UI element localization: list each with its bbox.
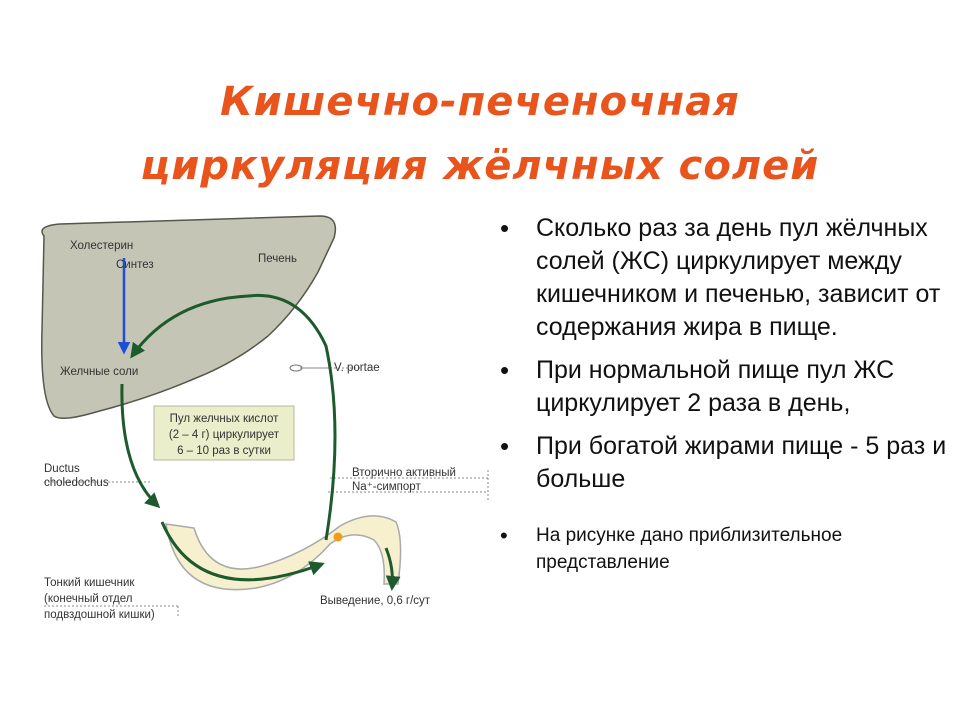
slide-title: Кишечно-печеночная циркуляция жёлчных со…: [0, 70, 960, 198]
label-v-portae: V. portae: [334, 362, 380, 374]
label-pool-line-2: (2 – 4 г) циркулирует: [169, 429, 280, 441]
label-excretion: Выведение, 0,6 г/сут: [320, 595, 431, 607]
intestine-outline: [165, 515, 402, 591]
label-intestine-line-2: (конечный отдел: [44, 593, 132, 605]
bile-secretion-arrow: [120, 383, 161, 509]
bullet-list: Сколько раз за день пул жёлчных солей (Ж…: [494, 212, 954, 586]
bullet-item-3: При богатой жирами пище - 5 раз и больше: [494, 430, 954, 496]
label-pool-line-3: 6 – 10 раз в сутки: [177, 445, 271, 457]
liver-shape: [41, 215, 337, 419]
label-synthesis: Синтез: [116, 259, 154, 271]
intestinal-transit-arrow: [160, 521, 325, 582]
title-line-2: циркуляция жёлчных солей: [140, 143, 820, 189]
label-intestine-line-1: Тонкий кишечник: [44, 577, 135, 589]
label-bile-salts: Желчные соли: [60, 366, 138, 378]
bullet-item-1: Сколько раз за день пул жёлчных солей (Ж…: [494, 212, 954, 344]
symport-site-dot: [333, 532, 343, 542]
bullet-item-4: На рисунке дано приблизительное представ…: [494, 522, 954, 576]
excretion-arrow: [384, 547, 401, 591]
label-pool-line-1: Пул желчных кислот: [170, 413, 280, 425]
label-symport-line-2: Na⁺-симпорт: [352, 481, 421, 493]
label-cholesterol: Холестерин: [70, 240, 133, 252]
label-symport-line-1: Вторично активный: [352, 467, 456, 479]
pool-info-box: [153, 405, 295, 461]
portal-return-arrow: [130, 293, 337, 541]
label-liver: Печень: [258, 253, 297, 265]
label-ductus-line-2: choledochus: [44, 477, 109, 489]
bullet-item-2: При нормальной пище пул ЖС циркулирует 2…: [494, 354, 954, 420]
label-ductus-line-1: Ductus: [44, 463, 80, 475]
label-intestine-line-3: подвздошной кишки): [44, 609, 155, 621]
title-line-1: Кишечно-печеночная: [220, 79, 740, 125]
